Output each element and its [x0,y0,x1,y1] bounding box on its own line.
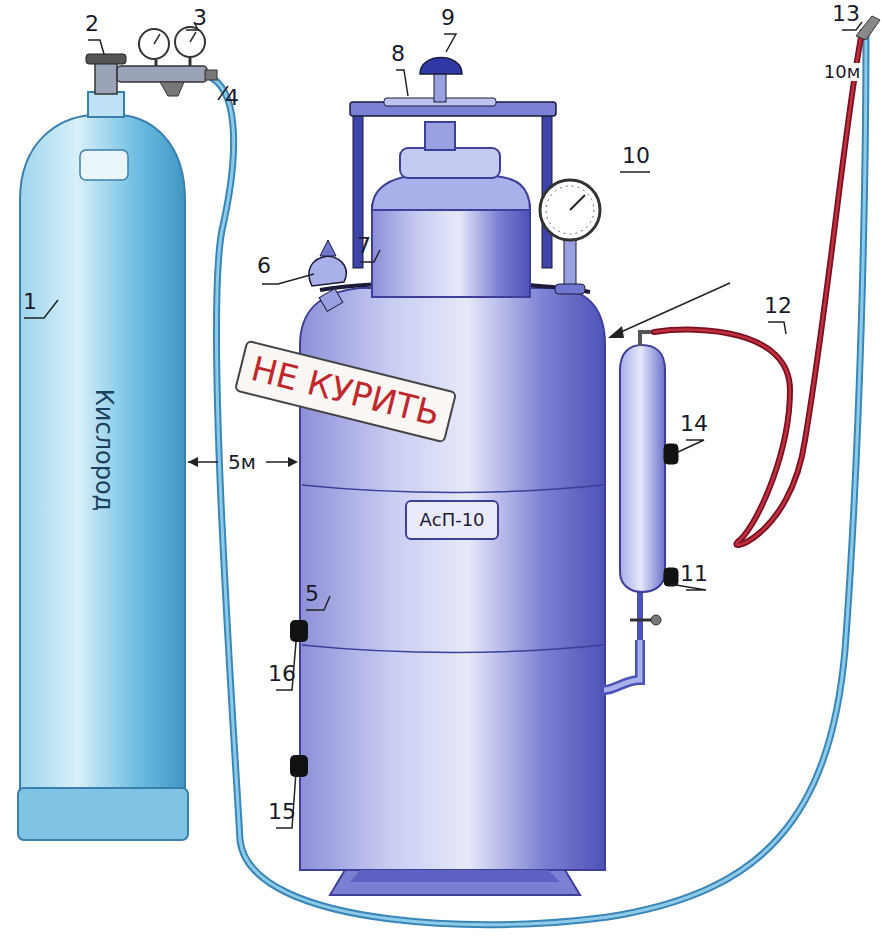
water-seal-part [620,345,665,592]
upper-chamber-part [372,176,530,210]
callout-number: 1 [23,291,37,313]
upper-chamber [372,122,530,297]
water-seal-part [664,568,678,586]
crossbar-clamp [350,58,556,269]
callout-number: 4 [225,87,239,109]
callout-number: 11 [680,563,708,585]
pressure-gauge-part [546,186,594,234]
name-plate: АсП-10 [405,500,498,540]
dimension-label: 10м [822,63,862,81]
generator-body-part [350,870,560,882]
crossbar-clamp-part [434,72,446,102]
callout-number: 10 [622,145,650,167]
cylinder-inscription: Кислород [92,389,116,511]
acetylene-hose [654,32,862,545]
valve-and-regulator-part [86,54,126,64]
oxygen-cylinder-part [80,150,128,180]
callout-number: 7 [357,235,371,257]
pointer-arrow-part [608,326,624,338]
water-seal-part [637,590,643,640]
leader-lines-part [444,34,456,52]
oxygen-cylinder-part [88,92,124,117]
oxygen-hose-part [212,32,866,925]
callout-number: 16 [268,663,296,685]
leader-lines-part [396,70,408,96]
upper-chamber-part [372,205,530,297]
taps-part [290,755,308,777]
acetylene-hose-part [654,32,862,545]
valve-and-regulator-part [190,32,196,42]
pressure-gauge [540,180,600,294]
oxygen-cylinder-part [20,115,185,790]
taps [290,620,308,777]
oxygen-hose [212,32,866,925]
dimension-label: 5м [226,452,258,472]
pressure-gauge-part [564,238,576,288]
valve-and-regulator-part [139,29,169,59]
safety-valve-part [309,256,346,286]
acetylene-hose-part [654,32,862,545]
valve-and-regulator-part [205,70,217,80]
generator-body-part [302,485,603,493]
callout-number: 2 [85,13,99,35]
callout-number: 6 [257,255,271,277]
valve-and-regulator-part [117,66,207,82]
leader-lines [24,22,862,828]
oxygen-cylinder-part [18,788,188,840]
callout-number: 12 [764,295,792,317]
callout-number: 5 [305,583,319,605]
generator-body-part [330,870,580,895]
taps-part [290,620,308,642]
callout-number: 8 [391,43,405,65]
water-seal-part [651,615,661,625]
leader-lines-part [768,322,786,334]
upper-chamber-part [425,122,455,150]
valve-and-regulator-part [160,82,184,96]
leader-lines-part [88,40,104,54]
valve-and-regulator-part [175,27,205,57]
callout-number: 9 [441,7,455,29]
valve-and-regulator-part [189,58,192,66]
valve-and-regulator-part [155,60,158,66]
callout-number: 13 [832,3,860,25]
callout-number: 14 [680,413,708,435]
callout-number: 3 [193,7,207,29]
water-seal-part [630,619,652,622]
water-seal-part [604,640,640,690]
water-seal-part [604,640,640,690]
dimension-line-part [188,457,198,467]
crossbar-clamp-part [420,58,462,75]
safety-valve-part [319,289,343,312]
pressure-gauge-part [555,284,585,294]
water-seal-part [664,444,678,464]
oxygen-hose-part [212,32,866,925]
oxygen-cylinder [18,92,188,840]
dimension-line-part [288,457,298,467]
safety-valve [309,240,346,311]
upper-chamber-part [400,148,500,178]
valve-and-regulator-part [154,34,160,44]
leader-lines-part [620,171,650,173]
water-seal [604,332,678,690]
generator-body-part [302,645,603,653]
pressure-gauge-part [540,180,600,240]
callout-number: 15 [268,801,296,823]
safety-valve-part [320,240,336,256]
leader-lines-part [678,440,704,452]
node-text: АсП-10 [419,510,484,530]
valve-and-regulator [86,27,217,96]
pressure-gauge-part [570,195,585,210]
